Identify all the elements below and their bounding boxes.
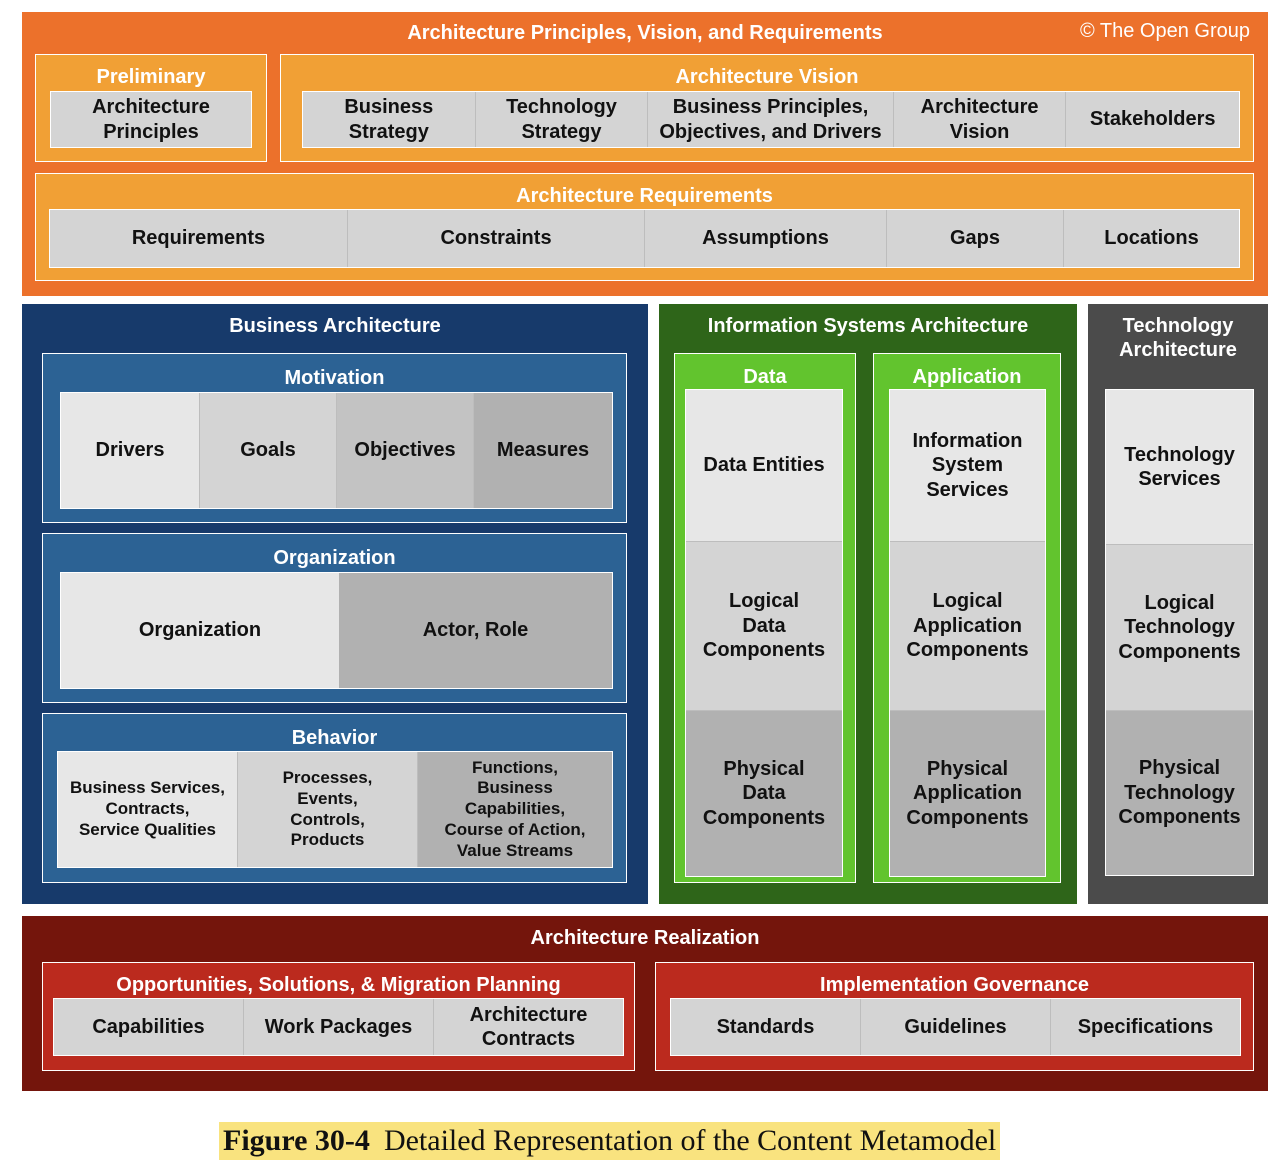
technology-architecture-panel: Technology Architecture Technology Servi… bbox=[1088, 304, 1268, 904]
work-packages-box: Work Packages bbox=[244, 999, 434, 1055]
architecture-vision-box: Architecture Vision bbox=[893, 92, 1067, 147]
processes-box: Processes, Events, Controls, Products bbox=[238, 752, 418, 867]
stakeholders-box: Stakeholders bbox=[1066, 92, 1240, 147]
principles-panel-title: Architecture Principles, Vision, and Req… bbox=[407, 22, 883, 44]
architecture-contracts-box: Architecture Contracts bbox=[434, 999, 623, 1055]
actor-role-box: Actor, Role bbox=[339, 573, 612, 688]
architecture-realization-title: Architecture Realization bbox=[530, 927, 760, 949]
technology-strategy-box: Technology Strategy bbox=[475, 92, 649, 147]
principles-vision-requirements-panel: Architecture Principles, Vision, and Req… bbox=[22, 12, 1268, 296]
locations-box: Locations bbox=[1064, 210, 1239, 267]
motivation-panel: Motivation Drivers Goals Objectives Meas… bbox=[42, 353, 627, 523]
preliminary-title: Preliminary bbox=[96, 66, 206, 88]
drivers-box: Drivers bbox=[61, 393, 200, 508]
standards-box: Standards bbox=[671, 999, 861, 1055]
logical-application-components-box: Logical Application Components bbox=[890, 542, 1045, 711]
physical-technology-components-box: Physical Technology Components bbox=[1106, 711, 1253, 875]
implementation-governance-title: Implementation Governance bbox=[820, 974, 1089, 996]
implementation-governance-panel: Implementation Governance Standards Guid… bbox=[655, 962, 1254, 1071]
capabilities-box: Capabilities bbox=[54, 999, 244, 1055]
goals-box: Goals bbox=[200, 393, 337, 508]
guidelines-box: Guidelines bbox=[861, 999, 1051, 1055]
physical-data-components-box: Physical Data Components bbox=[686, 711, 842, 876]
gaps-box: Gaps bbox=[887, 210, 1064, 267]
requirements-box: Requirements bbox=[50, 210, 348, 267]
architecture-vision-title: Architecture Vision bbox=[675, 66, 859, 88]
application-panel: Application Information System Services … bbox=[873, 353, 1061, 883]
preliminary-panel: Preliminary Architecture Principles bbox=[35, 54, 267, 162]
architecture-requirements-panel: Architecture Requirements Requirements C… bbox=[35, 173, 1254, 281]
organization-title: Organization bbox=[273, 547, 396, 569]
opportunities-panel: Opportunities, Solutions, & Migration Pl… bbox=[42, 962, 635, 1071]
technology-services-box: Technology Services bbox=[1106, 390, 1253, 545]
data-title: Data bbox=[743, 366, 787, 388]
figure-number: Figure 30-4 bbox=[223, 1124, 370, 1157]
logical-technology-components-box: Logical Technology Components bbox=[1106, 545, 1253, 711]
business-principles-box: Business Principles, Objectives, and Dri… bbox=[648, 92, 894, 147]
constraints-box: Constraints bbox=[348, 210, 645, 267]
figure-caption: Figure 30-4 Detailed Representation of t… bbox=[219, 1122, 1001, 1160]
physical-application-components-box: Physical Application Components bbox=[890, 711, 1045, 876]
organization-panel: Organization Organization Actor, Role bbox=[42, 533, 627, 703]
motivation-title: Motivation bbox=[284, 367, 385, 389]
measures-box: Measures bbox=[474, 393, 612, 508]
data-entities-box: Data Entities bbox=[686, 390, 842, 542]
business-architecture-panel: Business Architecture Motivation Drivers… bbox=[22, 304, 648, 904]
technology-architecture-title: Technology Architecture bbox=[1119, 315, 1237, 361]
architecture-vision-panel: Architecture Vision Business Strategy Te… bbox=[280, 54, 1254, 162]
architecture-realization-panel: Architecture Realization Opportunities, … bbox=[22, 916, 1268, 1091]
objectives-box: Objectives bbox=[337, 393, 474, 508]
architecture-principles-box: Architecture Principles bbox=[51, 92, 251, 147]
data-panel: Data Data Entities Logical Data Componen… bbox=[674, 353, 856, 883]
information-systems-panel: Information Systems Architecture Data Da… bbox=[659, 304, 1077, 904]
opportunities-title: Opportunities, Solutions, & Migration Pl… bbox=[116, 974, 561, 996]
business-strategy-box: Business Strategy bbox=[303, 92, 476, 147]
copyright-text: © The Open Group bbox=[1079, 20, 1250, 42]
behavior-panel: Behavior Business Services, Contracts, S… bbox=[42, 713, 627, 883]
assumptions-box: Assumptions bbox=[645, 210, 887, 267]
information-systems-title: Information Systems Architecture bbox=[707, 315, 1029, 337]
logical-data-components-box: Logical Data Components bbox=[686, 542, 842, 711]
business-architecture-title: Business Architecture bbox=[229, 315, 441, 337]
business-services-box: Business Services, Contracts, Service Qu… bbox=[58, 752, 238, 867]
behavior-title: Behavior bbox=[291, 727, 378, 749]
functions-box: Functions, Business Capabilities, Course… bbox=[418, 752, 612, 867]
architecture-requirements-title: Architecture Requirements bbox=[516, 185, 773, 207]
application-title: Application bbox=[912, 366, 1022, 388]
figure-title: Detailed Representation of the Content M… bbox=[383, 1124, 997, 1157]
organization-box: Organization bbox=[61, 573, 339, 688]
information-system-services-box: Information System Services bbox=[890, 390, 1045, 542]
specifications-box: Specifications bbox=[1051, 999, 1240, 1055]
